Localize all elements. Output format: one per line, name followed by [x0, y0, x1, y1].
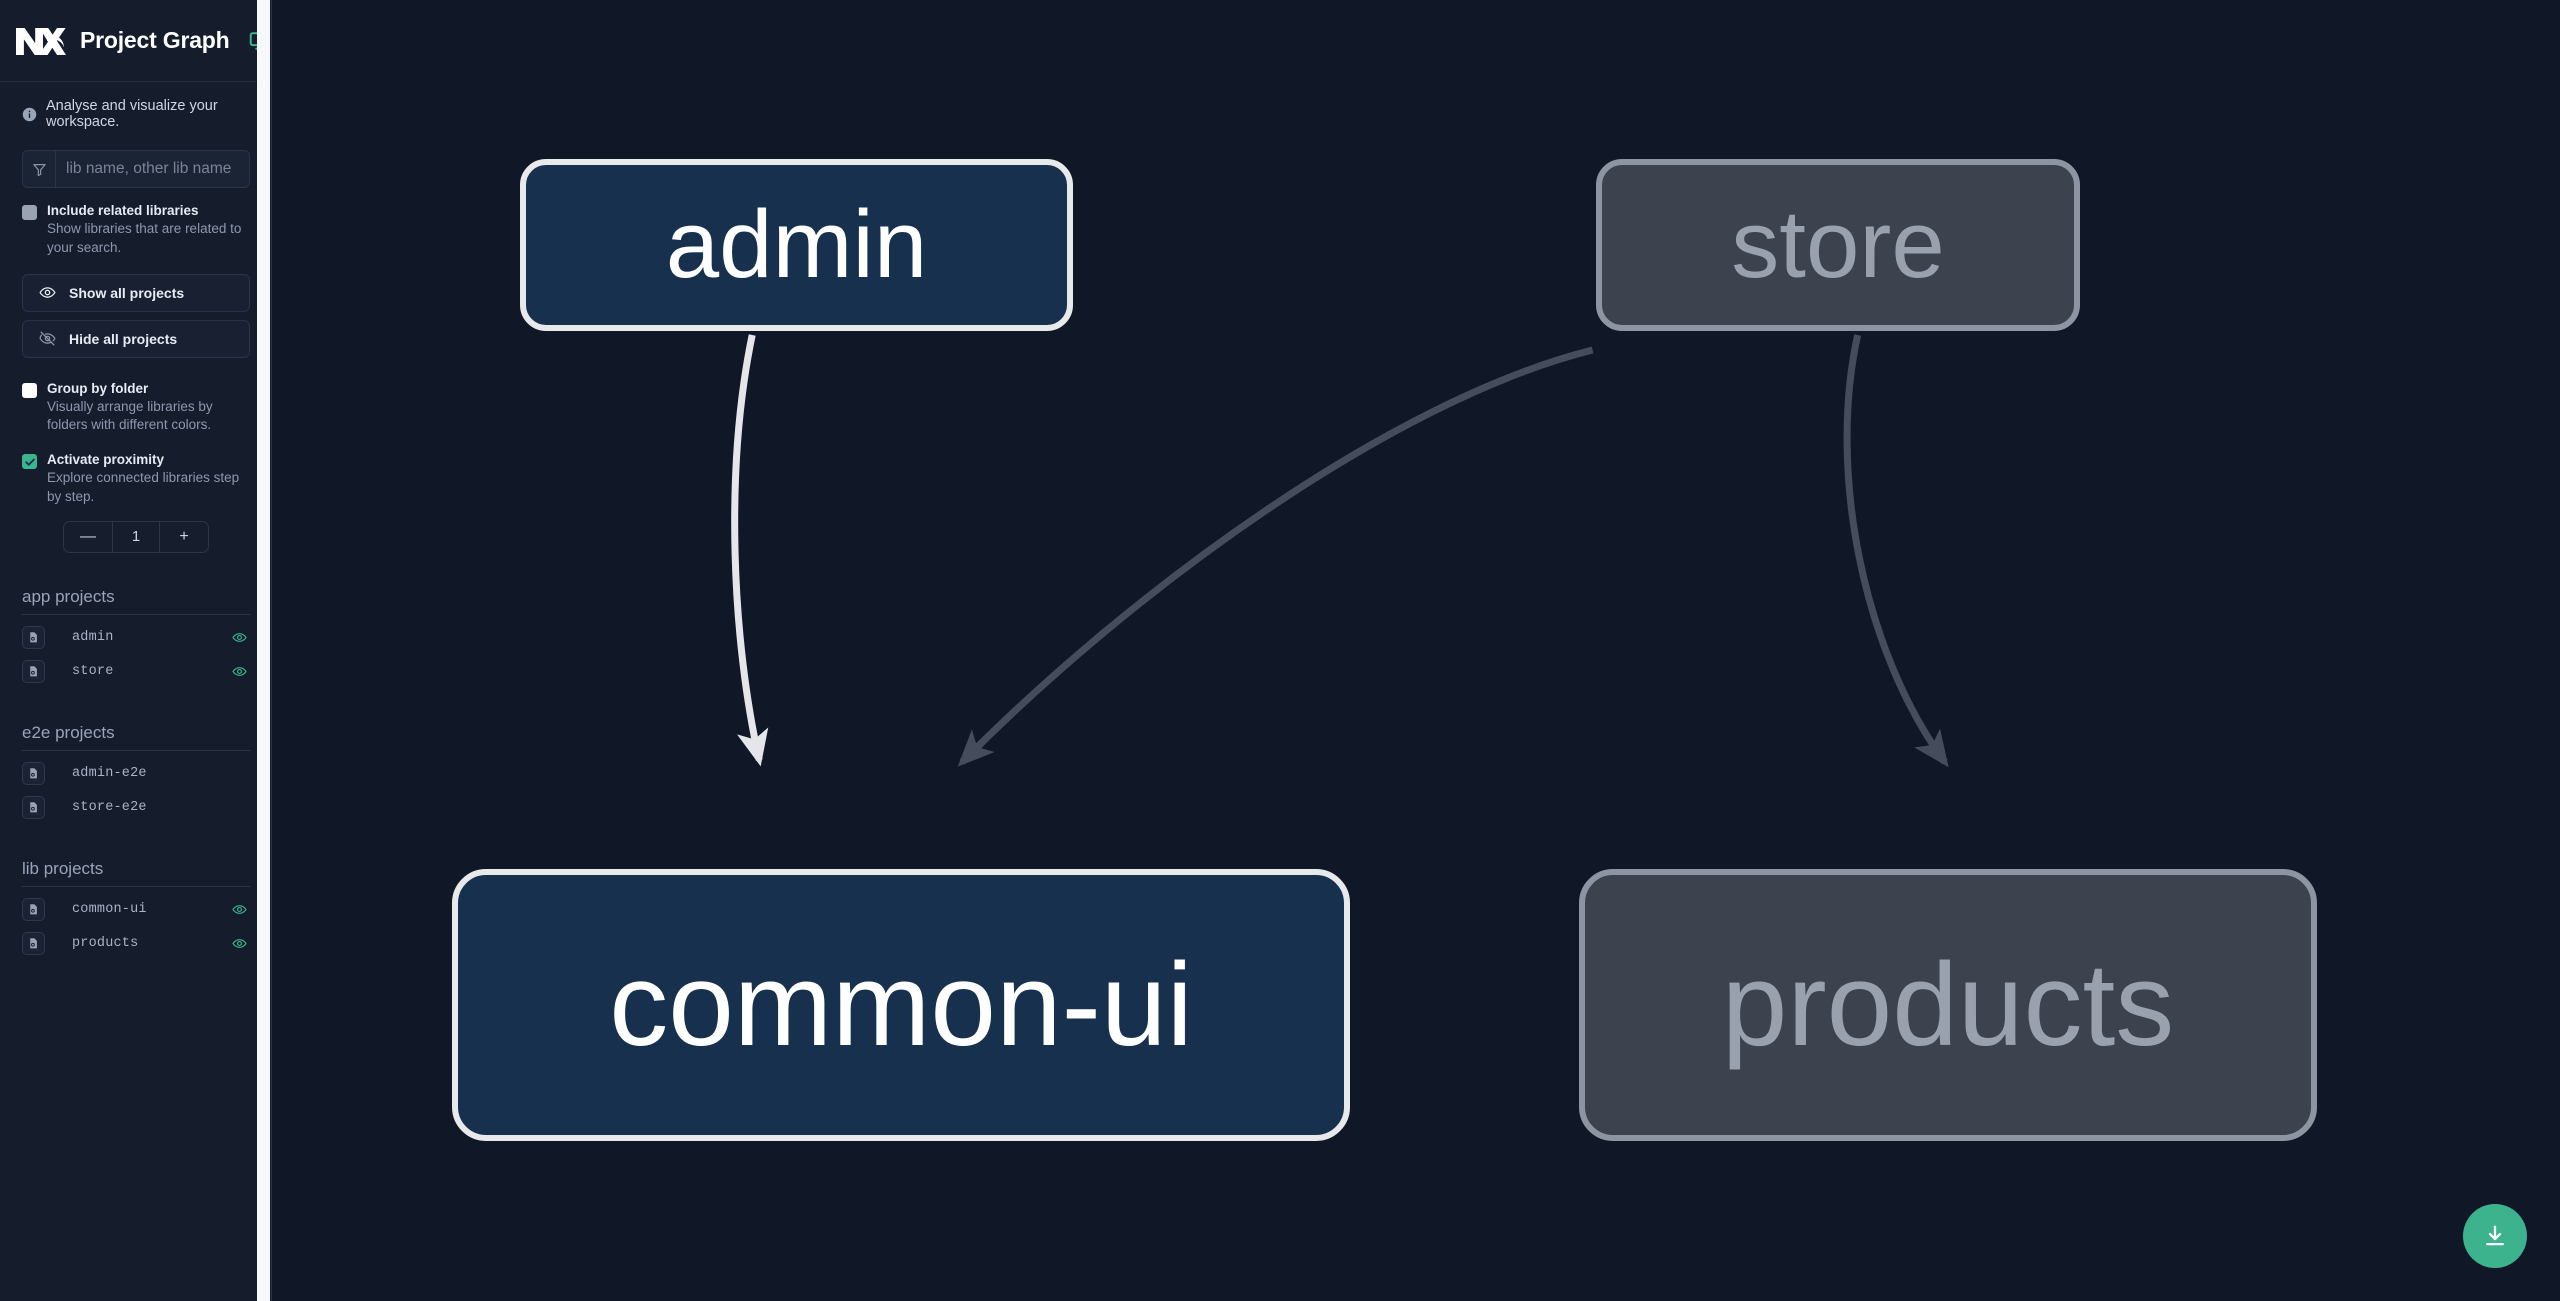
page-title: Project Graph [80, 27, 230, 53]
project-file-icon [22, 932, 45, 956]
graph-node-label: store [1731, 191, 1945, 298]
graph-node-admin[interactable]: admin [520, 159, 1073, 331]
file-icon [30, 802, 37, 813]
graph-node-label: common-ui [609, 939, 1193, 1071]
eye-icon [231, 905, 247, 914]
show-all-projects-label: Show all projects [69, 284, 185, 301]
project-file-icon [22, 898, 45, 922]
graph-node-label: admin [665, 191, 928, 298]
group-e2e-projects: e2e projects admin-e2e [0, 723, 272, 825]
list-item[interactable]: common-ui [22, 893, 250, 927]
search-box[interactable] [22, 150, 250, 188]
file-icon [30, 666, 37, 677]
proximity-value: 1 [112, 521, 160, 552]
option-include-related-libraries[interactable]: Include related libraries Show libraries… [0, 188, 272, 258]
eye-icon [231, 667, 247, 676]
project-file-icon [22, 626, 45, 650]
list-item[interactable]: products [22, 927, 250, 961]
activate-proximity-checkbox[interactable] [22, 454, 37, 470]
list-item[interactable]: store [22, 655, 250, 689]
proximity-stepper-wrap: — 1 + [0, 507, 272, 553]
group-lib-projects: lib projects common-ui [0, 859, 272, 961]
sidebar: Project Graph Analyse and visualize your… [0, 0, 272, 1301]
check-icon [24, 458, 35, 466]
project-file-icon [22, 796, 45, 820]
project-name: admin-e2e [72, 766, 147, 782]
filter-icon[interactable] [23, 151, 56, 187]
option-description: Show libraries that are related to your … [47, 221, 242, 255]
hide-all-projects-button[interactable]: Hide all projects [22, 319, 250, 358]
edge-store-to-products [1843, 334, 1949, 768]
option-text: Activate proximity Explore connected lib… [47, 451, 250, 507]
search-input[interactable] [56, 151, 249, 187]
file-icon [30, 938, 37, 949]
hide-all-projects-label: Hide all projects [69, 330, 178, 347]
tagline-row: Analyse and visualize your workspace. [0, 82, 272, 144]
graph-node-store[interactable]: store [1596, 159, 2080, 331]
eye-icon [39, 284, 56, 301]
project-visibility-toggle[interactable] [228, 664, 250, 679]
sidebar-scrollbar-thumb[interactable] [257, 0, 270, 1301]
tagline-text: Analyse and visualize your workspace. [46, 98, 218, 130]
info-icon [22, 107, 37, 122]
divider [22, 749, 250, 751]
graph-node-label: products [1721, 939, 2175, 1071]
show-all-projects-button[interactable]: Show all projects [22, 273, 250, 312]
download-image-button[interactable] [2463, 1204, 2527, 1268]
project-name: common-ui [72, 902, 147, 918]
graph-node-common-ui[interactable]: common-ui [452, 869, 1350, 1141]
include-related-libraries-checkbox[interactable] [22, 205, 37, 220]
option-description: Visually arrange libraries by folders wi… [47, 398, 213, 433]
project-name: products [72, 936, 139, 952]
option-description: Explore connected libraries step by step… [47, 470, 240, 504]
group-by-folder-checkbox[interactable] [22, 382, 37, 398]
project-visibility-toggle[interactable] [228, 630, 250, 645]
project-file-icon [22, 762, 45, 786]
group-title: e2e projects [22, 722, 115, 742]
group-title: app projects [22, 586, 115, 606]
divider [22, 613, 250, 615]
visibility-buttons: Show all projects Hide all projects [0, 258, 272, 358]
group-title: lib projects [22, 858, 104, 878]
eye-icon [231, 633, 247, 642]
edge-store-to-common-ui [957, 346, 1594, 767]
project-name: store [72, 664, 114, 680]
nx-logo [14, 24, 66, 58]
project-file-icon [22, 660, 45, 684]
list-item[interactable]: admin-e2e [22, 757, 250, 791]
proximity-increment-button[interactable]: + [160, 522, 208, 552]
option-text: Include related libraries Show libraries… [47, 202, 250, 258]
download-icon [2482, 1223, 2508, 1249]
eye-off-icon [39, 330, 56, 347]
file-icon [30, 632, 37, 643]
eye-icon [231, 939, 247, 948]
list-item[interactable]: admin [22, 621, 250, 655]
proximity-decrement-button[interactable]: — [64, 522, 112, 552]
project-visibility-toggle[interactable] [228, 936, 250, 951]
file-icon [30, 768, 37, 779]
graph-edges [731, 334, 1949, 768]
option-group-by-folder[interactable]: Group by folder Visually arrange librari… [0, 358, 272, 436]
option-title: Group by folder [47, 380, 149, 396]
project-name: store-e2e [72, 800, 147, 816]
graph-node-products[interactable]: products [1579, 869, 2317, 1141]
sidebar-scroll-area[interactable]: Project Graph Analyse and visualize your… [0, 0, 272, 1301]
group-app-projects: app projects admin [0, 587, 272, 689]
proximity-stepper[interactable]: — 1 + [63, 520, 209, 553]
edge-admin-to-common-ui [731, 334, 769, 767]
list-item[interactable]: store-e2e [22, 791, 250, 825]
graph-canvas[interactable]: admin store common-ui products [272, 0, 2560, 1301]
project-visibility-toggle[interactable] [228, 902, 250, 917]
sidebar-header: Project Graph [0, 0, 272, 82]
divider [22, 885, 250, 887]
option-title: Include related libraries [47, 203, 199, 218]
search-section [0, 144, 272, 188]
project-name: admin [72, 630, 114, 646]
file-icon [30, 904, 37, 915]
option-activate-proximity[interactable]: Activate proximity Explore connected lib… [0, 435, 272, 507]
option-text: Group by folder Visually arrange librari… [47, 380, 250, 436]
option-title: Activate proximity [47, 452, 165, 468]
